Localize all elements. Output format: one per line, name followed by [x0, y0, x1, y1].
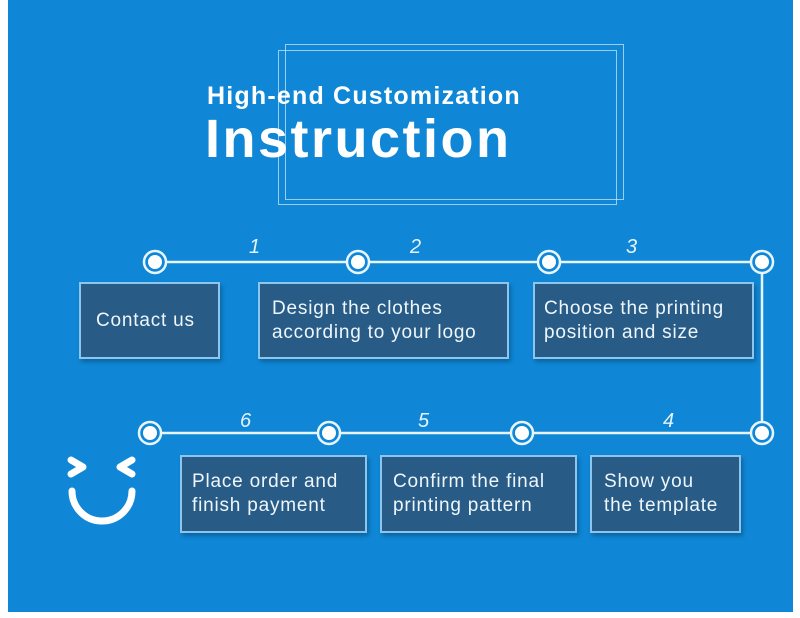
title-frame-front — [278, 50, 617, 205]
timeline-node — [749, 249, 775, 275]
timeline-node — [316, 420, 342, 446]
step-text: Place order and — [192, 471, 339, 492]
step-box-show-template: Show you the template — [590, 455, 741, 533]
timeline-node — [137, 420, 163, 446]
timeline-node — [345, 249, 371, 275]
timeline-node — [749, 420, 775, 446]
step-text: the template — [604, 495, 719, 516]
title-frame-back — [285, 44, 624, 200]
step-text: printing pattern — [393, 495, 533, 516]
step-number-6: 6 — [240, 410, 252, 432]
step-number-5: 5 — [418, 410, 430, 432]
step-text: finish payment — [192, 495, 326, 516]
step-box-place-order: Place order and finish payment — [180, 455, 367, 533]
step-text: according to your logo — [272, 321, 477, 343]
header-title: Instruction — [205, 109, 512, 169]
smiley-icon — [67, 456, 136, 525]
step-number-4: 4 — [663, 410, 675, 432]
step-box-confirm-pattern: Confirm the final printing pattern — [380, 455, 577, 533]
timeline-node — [509, 420, 535, 446]
step-text: Choose the printing — [544, 297, 724, 319]
timeline-node — [536, 249, 562, 275]
step-number-1: 1 — [249, 236, 261, 258]
step-number-2: 2 — [410, 236, 422, 258]
step-text: position and size — [544, 321, 700, 343]
step-text: Design the clothes — [272, 297, 443, 319]
timeline-node — [142, 249, 168, 275]
step-text: Show you — [604, 471, 694, 492]
step-text: Contact us — [96, 309, 195, 331]
header-subtitle: High-end Customization — [207, 82, 521, 110]
step-number-3: 3 — [626, 236, 638, 258]
step-box-contact-us: Contact us — [79, 282, 220, 359]
step-text: Confirm the final — [393, 471, 545, 492]
